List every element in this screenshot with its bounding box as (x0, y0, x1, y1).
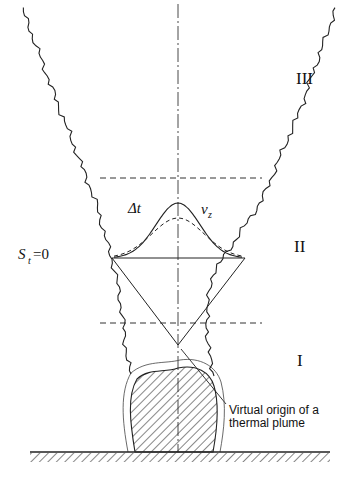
velocity-profile (114, 218, 242, 256)
zone-divider (100, 178, 262, 179)
symbol-label: v (200, 201, 209, 218)
heat-source (130, 367, 217, 452)
ground-line (30, 451, 330, 452)
zone-label: III (296, 70, 313, 89)
zone-label: II (294, 238, 305, 257)
ground-hatch (30, 453, 330, 462)
plume-boundary (23, 7, 131, 374)
symbol-label: Δt (127, 200, 142, 217)
callout-text: Virtual origin of a thermal plume (229, 404, 349, 430)
subscript-label: t (28, 255, 31, 266)
subscript-label: z (208, 209, 212, 220)
symbol-label: =0 (33, 246, 49, 263)
plume-boundary (205, 8, 335, 376)
zone-label: I (297, 352, 303, 371)
profile-base (112, 258, 245, 259)
cone-line (112, 258, 245, 345)
symbol-label: S (18, 246, 26, 263)
source-contour (123, 359, 224, 452)
